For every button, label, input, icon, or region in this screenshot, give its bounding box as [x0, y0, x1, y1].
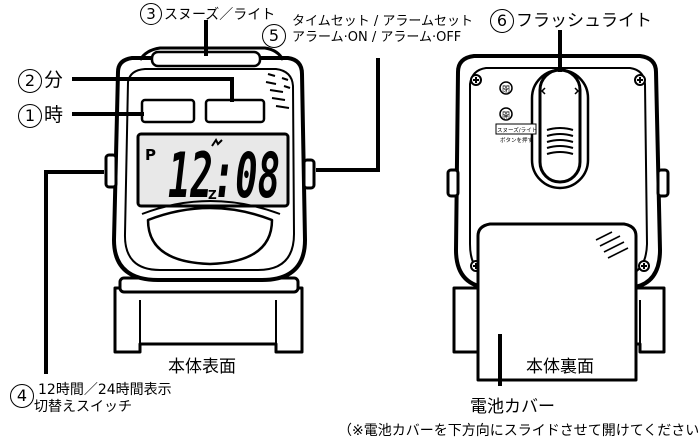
lcd-pm-indicator: P — [145, 146, 156, 164]
callout-text-line1: タイムセット / アラームセット — [292, 14, 473, 29]
callout-text: 時 — [44, 104, 64, 126]
callout-number: 2 — [18, 68, 42, 93]
slider-markings — [495, 81, 580, 135]
slider-open-label: 開 — [502, 111, 510, 120]
leader-lines — [44, 20, 562, 386]
callout-text-line1: 12時間／24時間表示 — [38, 382, 172, 398]
callout-number: 4 — [10, 384, 34, 408]
callout-text-line2: 切替えスイッチ — [34, 399, 132, 415]
callout-number: 3 — [140, 2, 162, 25]
alarm-bell-icon — [211, 138, 223, 147]
callout-text: フラッシュライト — [516, 11, 652, 31]
callout-text: 分 — [44, 69, 64, 91]
snooze-button-label: スヌーズ/ライト — [497, 126, 537, 134]
front-clock — [104, 46, 316, 354]
front-caption: 本体表面 — [168, 357, 236, 377]
battery-cover-note: （※電池カバーを下方向にスライドさせて開けてください。） — [338, 423, 699, 439]
lcd-time: 12:08 — [168, 139, 280, 212]
callout-text: スヌーズ／ライト — [164, 7, 276, 23]
callout-text-line2: アラーム·ON / アラーム·OFF — [292, 30, 462, 45]
back-caption: 本体裏面 — [526, 357, 594, 377]
callout-set-buttons: 5 タイムセット / アラームセット アラーム·ON / アラーム·OFF — [262, 14, 473, 48]
lcd-z-indicator: Z — [208, 188, 217, 202]
callout-number: 6 — [490, 8, 514, 33]
slider-close-label: 閉 — [502, 85, 510, 94]
callout-number: 5 — [262, 24, 286, 48]
press-button-label: ボタンを押す — [500, 136, 534, 144]
callout-12-24-switch: 4 12時間／24時間表示 切替えスイッチ — [10, 382, 172, 416]
callout-number: 1 — [18, 103, 42, 128]
back-clock — [446, 54, 670, 382]
battery-cover-label: 電池カバー — [470, 397, 555, 417]
